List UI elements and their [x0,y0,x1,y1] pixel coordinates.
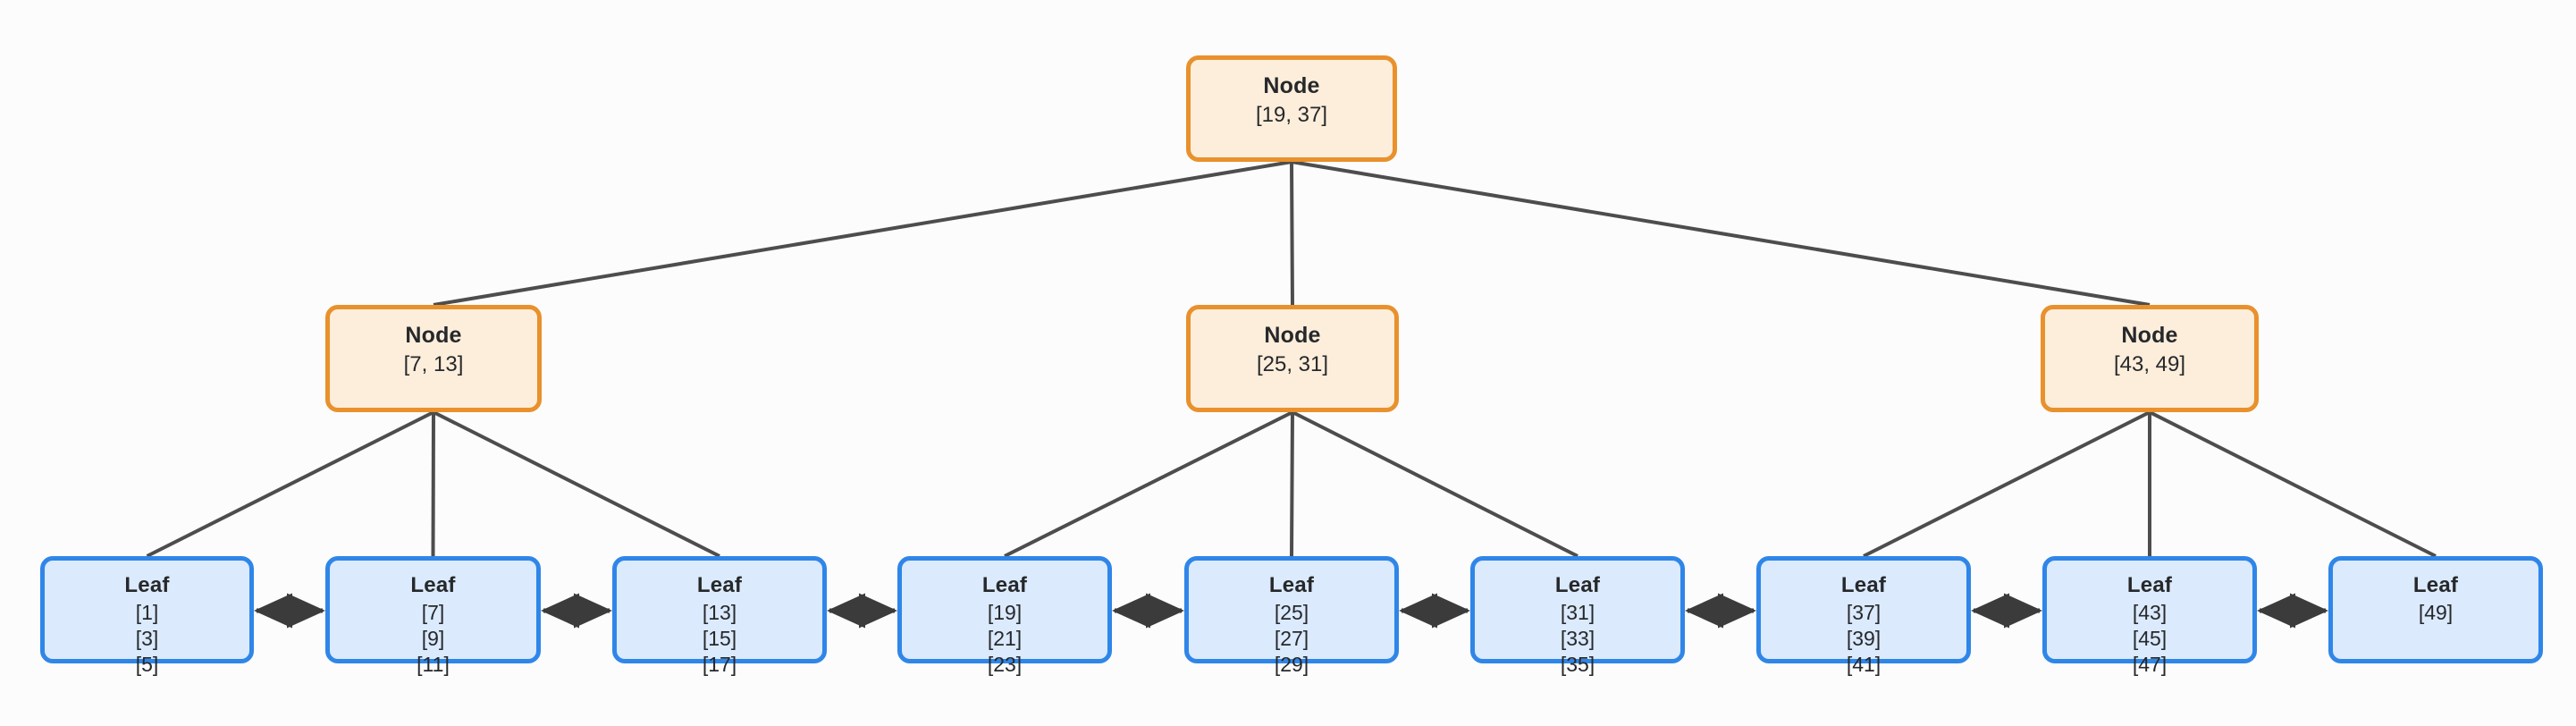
edge-root-to-internal-2 [1291,160,2151,307]
leaf-node-0-label: Leaf [124,573,170,597]
leaf-value: [5] [135,653,159,676]
internal-node-1-keys: [25, 31] [1256,352,1329,376]
leaf-value: [17] [702,653,737,676]
leaf-node-4-label: Leaf [1268,573,1315,597]
leaf-value: [31] [1560,601,1595,624]
leaf-value: [7] [421,601,445,624]
leaf-node-7-values: [43] [45] [47] [2133,600,2167,678]
root-node-keys: [19, 37] [1255,103,1328,127]
leaf-node-1-label: Leaf [410,573,456,597]
leaf-value: [45] [2132,627,2168,650]
leaf-value: [3] [135,627,159,650]
edge-internal-1-to-leaf-5 [1292,410,1578,558]
leaf-node-3[interactable]: Leaf [19] [21] [23] [897,556,1112,676]
leaf-node-8-label: Leaf [2412,573,2459,597]
leaf-value: [13] [702,601,737,624]
internal-node-0-label: Node [405,323,462,348]
leaf-value: [29] [1274,653,1309,676]
leaf-node-2-label: Leaf [696,573,743,597]
leaf-node-3-label: Leaf [981,573,1028,597]
leaf-node-4[interactable]: Leaf [25] [27] [29] [1184,556,1399,676]
leaf-value: [43] [2132,601,2168,624]
leaf-value: [27] [1274,627,1309,650]
internal-node-1-label: Node [1264,323,1321,348]
leaf-node-7-label: Leaf [2126,573,2173,597]
internal-node-2-label: Node [2121,323,2178,348]
leaf-node-2-values: [13] [15] [17] [703,600,737,678]
edge-internal-2-to-leaf-8 [2149,410,2437,558]
leaf-node-7[interactable]: Leaf [43] [45] [47] [2042,556,2257,676]
leaf-value: [35] [1560,653,1595,676]
edge-internal-0-to-leaf-2 [433,410,720,558]
leaf-value: [23] [987,653,1023,676]
leaf-value: [37] [1846,601,1881,624]
leaf-node-6-values: [37] [39] [41] [1847,600,1881,678]
internal-node-0[interactable]: Node [7, 13] [325,305,542,412]
leaf-node-4-values: [25] [27] [29] [1275,600,1309,678]
leaf-node-0-values: [1] [3] [5] [136,600,159,678]
leaf-value: [21] [987,627,1023,650]
leaf-value: [19] [987,601,1023,624]
leaf-value: [11] [417,653,450,676]
leaf-value: [15] [702,627,737,650]
leaf-value: [33] [1560,627,1595,650]
leaf-value: [1] [135,601,159,624]
leaf-node-3-values: [19] [21] [23] [988,600,1022,678]
edge-internal-1-to-leaf-3 [1004,410,1293,558]
root-node[interactable]: Node [19, 37] [1186,55,1397,162]
leaf-node-5-label: Leaf [1554,573,1601,597]
leaf-value: [41] [1846,653,1881,676]
leaf-value: [49] [2418,601,2454,624]
leaf-value: [9] [421,627,445,650]
leaf-node-8-values: [49] [2419,600,2453,626]
leaf-node-5-values: [31] [33] [35] [1561,600,1595,678]
internal-node-2[interactable]: Node [43, 49] [2041,305,2259,412]
internal-node-1[interactable]: Node [25, 31] [1186,305,1399,412]
internal-node-0-keys: [7, 13] [403,352,464,376]
leaf-node-5[interactable]: Leaf [31] [33] [35] [1470,556,1685,676]
edge-root-to-internal-0 [433,160,1292,307]
leaf-value: [25] [1274,601,1309,624]
edge-internal-2-to-leaf-6 [1863,410,2151,558]
leaf-value: [47] [2132,653,2168,676]
internal-node-2-keys: [43, 49] [2113,352,2186,376]
leaf-node-2[interactable]: Leaf [13] [15] [17] [612,556,827,676]
leaf-node-8[interactable]: Leaf [49] [2328,556,2543,663]
edge-internal-0-to-leaf-0 [146,410,434,558]
leaf-node-6-label: Leaf [1840,573,1887,597]
leaf-node-1-values: [7] [9] [11] [417,600,450,678]
leaf-node-1[interactable]: Leaf [7] [9] [11] [325,556,541,676]
leaf-value: [39] [1846,627,1881,650]
leaf-node-0[interactable]: Leaf [1] [3] [5] [40,556,254,676]
leaf-node-6[interactable]: Leaf [37] [39] [41] [1756,556,1971,676]
root-node-label: Node [1263,73,1320,98]
